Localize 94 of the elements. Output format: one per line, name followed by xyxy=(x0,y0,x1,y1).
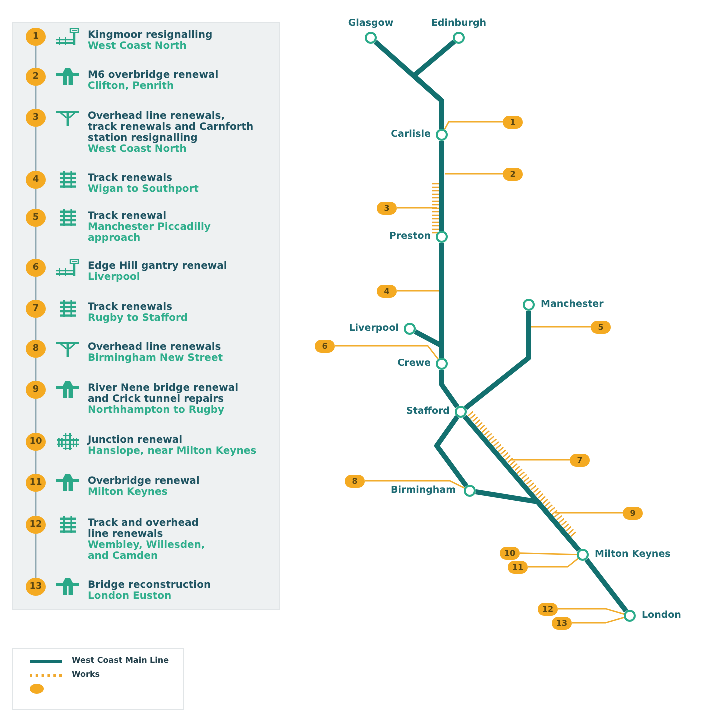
leader-line xyxy=(445,173,503,175)
work-location: Wembley, Willesden, and Camden xyxy=(88,540,206,562)
station-name: Manchester xyxy=(541,299,604,310)
station-marker xyxy=(436,358,448,370)
timeline-line xyxy=(35,86,37,109)
work-location: West Coast North xyxy=(88,41,187,52)
timeline-line xyxy=(35,534,37,578)
station-name: Carlisle xyxy=(391,129,431,140)
legend-text: Works xyxy=(72,670,100,680)
station-name: Crewe xyxy=(398,358,431,369)
timeline-line xyxy=(35,277,37,300)
work-title: Track renewal xyxy=(88,211,166,222)
station-name: Glasgow xyxy=(348,18,394,29)
work-title: River Nene bridge renewal and Crick tunnel repairs xyxy=(88,383,239,405)
station-name: London xyxy=(642,610,682,621)
station-marker xyxy=(624,610,636,622)
callout-badge: 8 xyxy=(345,474,365,488)
leader-line xyxy=(335,345,439,360)
work-location: London Euston xyxy=(88,591,172,602)
timeline-line xyxy=(35,227,37,259)
station-name: Edinburgh xyxy=(431,18,487,29)
callout-badge: 11 xyxy=(508,560,528,574)
work-title: Overbridge renewal xyxy=(88,476,200,487)
timeline-line xyxy=(35,451,37,474)
callout-badge: 4 xyxy=(377,284,397,298)
work-title: Overhead line renewals xyxy=(88,342,222,353)
station-name: Stafford xyxy=(406,406,450,417)
callout-badge: 1 xyxy=(503,116,523,128)
station-marker xyxy=(436,231,448,243)
callout-badge: 6 xyxy=(315,340,335,352)
leader-line xyxy=(572,617,624,624)
callout-badge: 13 xyxy=(552,616,572,630)
callout-badge: 7 xyxy=(570,454,590,466)
leader-line xyxy=(520,552,578,556)
work-location: Wigan to Southport xyxy=(88,184,199,195)
callout-badge: 2 xyxy=(503,168,523,180)
leader-line xyxy=(397,290,440,292)
work-title: Track and overhead line renewals xyxy=(88,518,199,540)
work-location: Northhampton to Rugby xyxy=(88,405,225,416)
timeline-line xyxy=(35,399,37,433)
callout-badge: 5 xyxy=(591,320,611,334)
leader-line xyxy=(444,121,503,130)
work-title: Track renewals xyxy=(88,302,172,313)
work-location: Rugby to Stafford xyxy=(88,313,188,324)
rail-line xyxy=(584,558,628,613)
work-title: M6 overbridge renewal xyxy=(88,70,219,81)
leader-line xyxy=(555,512,623,514)
station-marker xyxy=(453,32,465,44)
station-name: Birmingham xyxy=(391,485,456,496)
timeline-line xyxy=(35,358,37,381)
timeline-line xyxy=(35,46,37,68)
timeline-line xyxy=(35,189,37,209)
leader-line xyxy=(531,326,591,328)
timeline-line xyxy=(35,492,37,516)
legend-text: West Coast Main Line xyxy=(72,656,170,666)
timeline-line xyxy=(35,127,37,171)
work-title: Track renewals xyxy=(88,173,172,184)
station-marker xyxy=(404,323,416,335)
work-location: Manchester Piccadilly approach xyxy=(88,222,211,244)
callout-badge: 9 xyxy=(623,506,643,520)
work-location: Milton Keynes xyxy=(88,487,168,498)
leader-line xyxy=(365,480,465,489)
station-name: Liverpool xyxy=(349,323,399,334)
rail-line xyxy=(440,370,460,409)
rail-line xyxy=(440,141,444,231)
station-marker xyxy=(365,32,377,44)
leader-line xyxy=(528,558,579,568)
station-marker xyxy=(523,299,535,311)
work-location: West Coast North xyxy=(88,144,187,155)
work-title: Kingmoor resignalling xyxy=(88,30,213,41)
rail-line xyxy=(464,311,532,410)
work-location: Birmingham New Street xyxy=(88,353,224,364)
station-marker xyxy=(577,549,589,561)
work-title: Edge Hill gantry renewal xyxy=(88,261,228,272)
work-title: Bridge reconstruction xyxy=(88,580,212,591)
work-location: Liverpool xyxy=(88,272,140,283)
callout-badge: 3 xyxy=(377,202,397,214)
callout-badge: 12 xyxy=(538,602,558,616)
work-location: Clifton, Penrith xyxy=(88,81,174,92)
station-marker xyxy=(436,129,448,141)
timeline-line xyxy=(35,318,37,340)
station-marker xyxy=(464,485,476,497)
station-name: Preston xyxy=(389,231,431,242)
leader-line xyxy=(558,608,624,615)
rail-line xyxy=(440,243,444,346)
leader-line xyxy=(510,459,570,461)
work-title: Junction renewal xyxy=(88,435,183,446)
rail-line xyxy=(434,415,469,488)
work-title: Overhead line renewals, track renewals and Carnforth station resignalling xyxy=(88,111,254,144)
station-name: Milton Keynes xyxy=(595,549,671,560)
leader-line xyxy=(397,207,437,209)
work-location: Hanslope, near Milton Keynes xyxy=(88,446,257,457)
callout-badge: 10 xyxy=(500,546,520,560)
rail-line xyxy=(463,414,581,552)
